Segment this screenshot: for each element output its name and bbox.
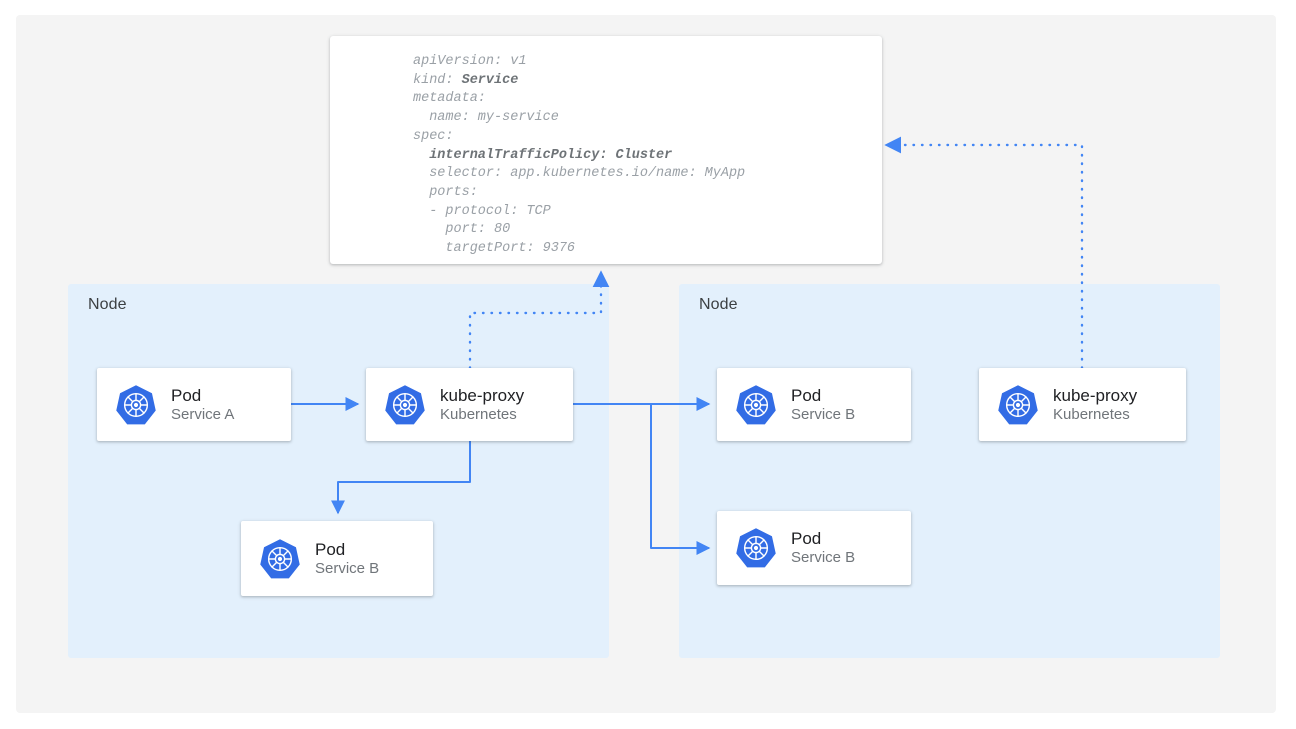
kubernetes-logo-icon (385, 384, 425, 424)
node-group-left: Node (68, 284, 609, 658)
card-kube-proxy-right[interactable]: kube-proxy Kubernetes (979, 368, 1186, 441)
card-title: kube-proxy (440, 385, 525, 405)
card-subtitle: Service B (315, 559, 380, 577)
node-label-right: Node (699, 296, 738, 313)
card-pod-service-a[interactable]: Pod Service A (97, 368, 291, 441)
card-labels: Pod Service B (791, 385, 855, 425)
card-labels: kube-proxy Kubernetes (440, 385, 524, 425)
card-labels: Pod Service B (315, 539, 379, 579)
card-kube-proxy-left[interactable]: kube-proxy Kubernetes (366, 368, 573, 441)
card-title: Pod (791, 529, 822, 548)
kubernetes-logo-icon (736, 384, 776, 424)
kubernetes-logo-icon (736, 528, 776, 568)
card-title: Pod (791, 385, 822, 405)
card-title: kube-proxy (1053, 385, 1138, 405)
card-labels: Pod Service A (171, 385, 234, 425)
kubernetes-logo-icon (998, 384, 1038, 424)
card-subtitle: Service B (791, 549, 856, 567)
kubernetes-logo-icon (116, 384, 156, 424)
card-labels: Pod Service B (791, 528, 855, 568)
node-label-left: Node (88, 296, 127, 313)
node-group-right: Node (679, 284, 1220, 658)
service-manifest-panel: apiVersion: v1 kind: Service metadata: n… (330, 36, 882, 264)
card-labels: kube-proxy Kubernetes (1053, 385, 1137, 425)
card-title: Pod (315, 539, 346, 559)
kubernetes-logo-icon (260, 538, 300, 578)
card-pod-service-b-right-lower[interactable]: Pod Service B (717, 511, 911, 585)
card-subtitle: Kubernetes (440, 405, 517, 423)
card-subtitle: Kubernetes (1053, 405, 1130, 423)
card-pod-service-b-left[interactable]: Pod Service B (241, 521, 433, 596)
card-pod-service-b-right-upper[interactable]: Pod Service B (717, 368, 911, 441)
card-subtitle: Service A (171, 405, 235, 423)
service-manifest-code: apiVersion: v1 kind: Service metadata: n… (413, 54, 746, 257)
card-title: Pod (171, 385, 202, 405)
card-subtitle: Service B (791, 405, 856, 423)
